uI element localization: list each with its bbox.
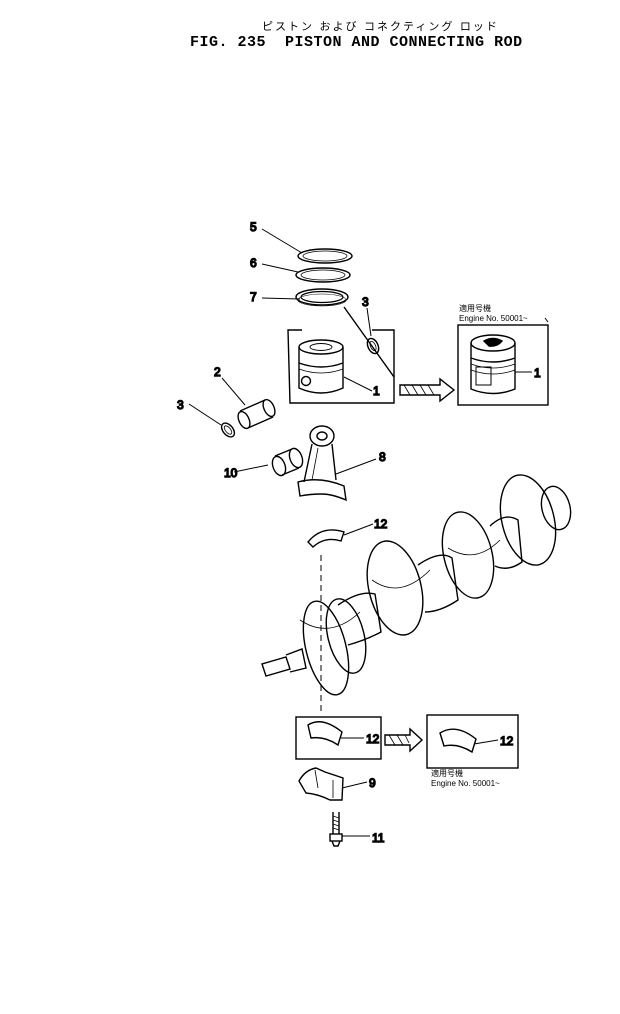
snap-ring-right[interactable] (365, 337, 381, 356)
callout-3-right: 3 (362, 295, 369, 309)
figure-name: PISTON AND CONNECTING ROD (285, 34, 523, 51)
inset-bearing-callout: 12 (500, 734, 514, 748)
callout-8: 9 (369, 776, 376, 790)
inset-bearing[interactable] (439, 728, 477, 754)
piston[interactable] (298, 339, 344, 394)
inset-bearing-box (426, 714, 519, 769)
snap-ring-left[interactable] (219, 421, 237, 440)
callout-4: 5 (250, 220, 257, 234)
callout-5: 6 (250, 256, 257, 270)
inset-piston-callout: 1 (534, 366, 541, 380)
piston-pin[interactable] (236, 398, 278, 431)
connecting-rod-bolt[interactable] (329, 812, 343, 847)
connecting-rod-bearing-upper[interactable] (307, 529, 345, 548)
inset-bearing-note-jp: 適用号機 (431, 768, 463, 778)
piston-box (287, 306, 395, 404)
callout-11: 12 (374, 517, 388, 531)
piston-ring-second[interactable] (295, 267, 351, 283)
japanese-title: ピストン および コネクティング ロッド (262, 20, 499, 33)
figure-number: FIG. 235 (190, 34, 267, 51)
callout-7: 8 (379, 450, 386, 464)
connecting-rod-cap[interactable] (298, 767, 344, 801)
callout-3-left: 3 (177, 398, 184, 412)
figure-title: FIG. 235 PISTON AND CONNECTING ROD (190, 34, 523, 51)
callout-10: 11 (372, 831, 385, 845)
crankshaft (261, 474, 572, 696)
inset-piston-box (457, 324, 549, 406)
callout-9: 10 (224, 466, 238, 480)
callout-1: 1 (373, 384, 380, 398)
callout-12: 12 (366, 732, 380, 746)
arrow-to-piston-variant (399, 377, 456, 403)
inset-piston-note-jp: 適用号機 (459, 303, 491, 313)
arrow-to-bearing-variant (384, 727, 424, 753)
piston-ring-top[interactable] (297, 248, 353, 264)
inset-piston[interactable] (470, 334, 516, 395)
leader-lines (188, 228, 549, 837)
callout-6: 7 (250, 290, 257, 304)
lower-bearing-box (295, 716, 382, 760)
callout-2: 2 (214, 365, 221, 379)
piston-ring-oil[interactable] (295, 288, 349, 307)
inset-bearing-note-en: Engine No. 50001~ (431, 779, 500, 788)
inset-piston-note-en: Engine No. 50001~ (459, 314, 528, 323)
connecting-rod[interactable] (297, 425, 347, 502)
connecting-rod-bushing[interactable] (270, 447, 305, 478)
connecting-rod-bearing-lower[interactable] (307, 721, 343, 747)
